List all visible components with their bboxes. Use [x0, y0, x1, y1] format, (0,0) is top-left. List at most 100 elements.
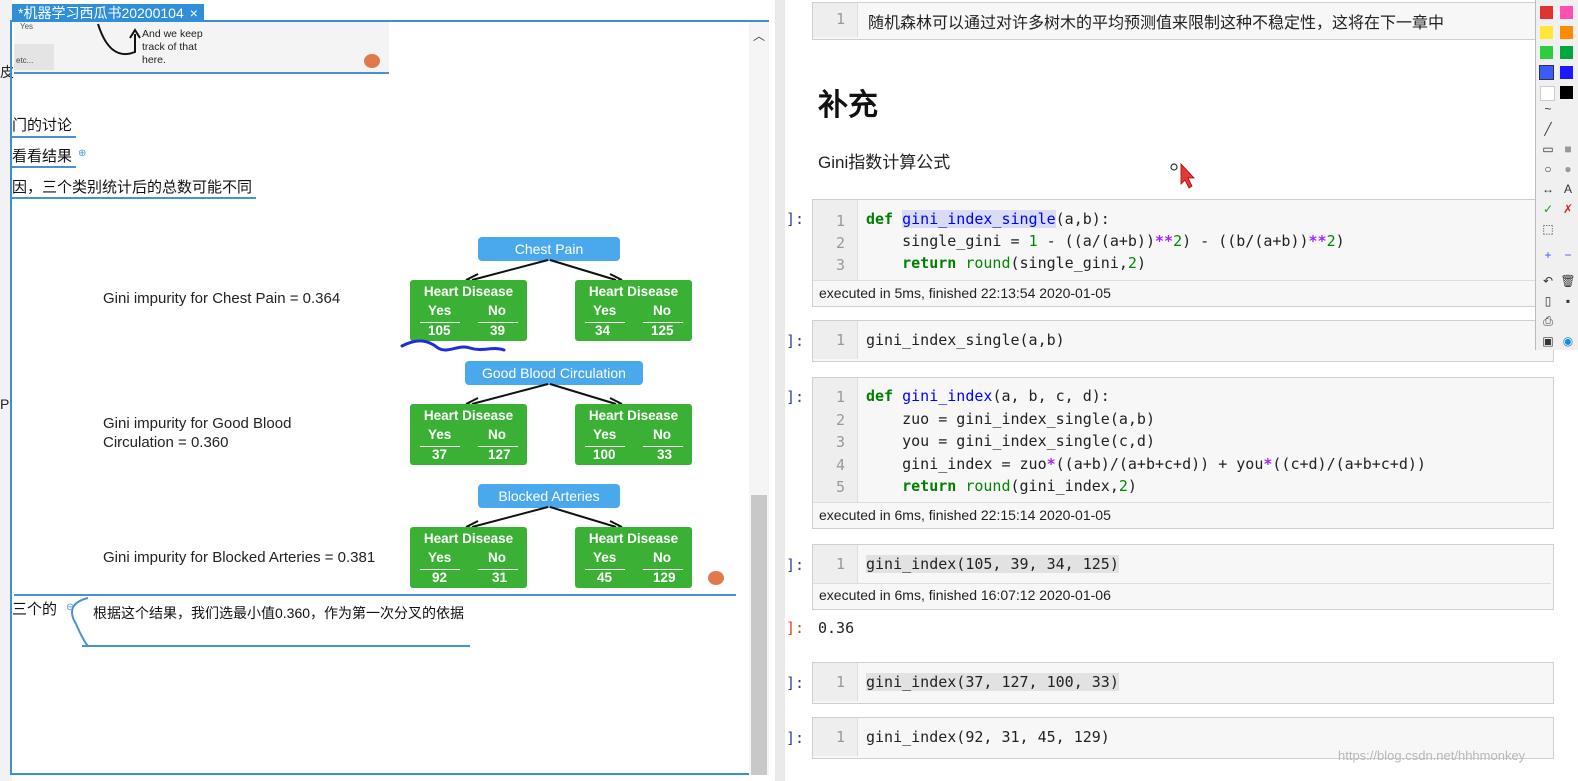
collapse-icon[interactable]: ⊖ — [66, 602, 75, 613]
leaf-title: Heart Disease — [423, 284, 514, 299]
conclusion-node[interactable]: 根据这个结果，我们选最小值0.360，作为第一次分叉的依据 — [93, 605, 465, 621]
line-gutter — [813, 663, 858, 701]
leaf-title: Heart Disease — [588, 408, 679, 423]
execution-time: executed in 5ms, finished 22:13:54 2020-… — [819, 285, 1111, 301]
markdown-cell[interactable] — [812, 2, 1554, 40]
snippet-etc: etc... — [16, 56, 34, 65]
code-line: gini_index = zuo*((a+b)/(a+b+c+d)) + you… — [866, 454, 1426, 473]
edge-strip — [0, 0, 12, 781]
no-label: No — [488, 303, 506, 318]
col-rule — [643, 569, 683, 570]
filled-ellipse-icon[interactable]: ● — [1564, 162, 1572, 176]
no-label: No — [653, 550, 671, 565]
col-rule — [420, 446, 460, 447]
color-swatch-blue[interactable] — [1539, 65, 1554, 80]
color-swatch-dark-green[interactable] — [1560, 46, 1573, 59]
ellipse-icon[interactable]: ○ — [1544, 162, 1552, 176]
line-number: 1 — [835, 555, 845, 573]
cross-icon[interactable]: ✗ — [1562, 202, 1574, 216]
color-swatch-orange[interactable] — [1560, 26, 1573, 39]
freehand-icon[interactable]: ~ — [1544, 102, 1552, 116]
document-tab[interactable]: *机器学习西瓜书20200104× — [12, 4, 204, 22]
globe-icon[interactable]: ◉ — [1562, 334, 1574, 348]
code-block[interactable]: def gini_index_single(a,b): single_gini … — [866, 208, 1345, 274]
col-rule — [478, 446, 518, 447]
markdown-text: 随机森林可以通过对许多树木的平均预测值来限制这种不稳定性，这将在下一章中 — [868, 15, 1445, 32]
check-icon[interactable]: ✓ — [1542, 202, 1554, 216]
new-page-icon[interactable]: ▯ — [1544, 294, 1552, 308]
select-icon[interactable]: ⬚ — [1542, 222, 1554, 236]
col-rule — [643, 322, 683, 323]
section-heading: 补充 — [818, 89, 878, 122]
code-line[interactable]: gini_index(92, 31, 45, 129) — [866, 728, 1110, 746]
code-cell[interactable] — [812, 717, 1554, 759]
col-rule — [420, 322, 460, 323]
mindmap-node-1[interactable]: 门的讨论 — [12, 117, 73, 134]
no-value: 39 — [490, 323, 506, 338]
screenshot-icon[interactable]: ▣ — [1542, 334, 1554, 348]
snippet-yes: Yes — [20, 22, 34, 31]
col-rule — [585, 322, 625, 323]
cell-prompt: ]: — [786, 388, 805, 406]
color-swatch-pink[interactable] — [1560, 6, 1573, 19]
color-swatch-white[interactable] — [1540, 86, 1555, 101]
no-value: 31 — [492, 570, 508, 585]
gini-label-blocked-arteries: Gini impurity for Blocked Arteries = 0.3… — [103, 549, 376, 566]
arrow-icon[interactable]: ↔ — [1542, 182, 1554, 196]
cell-prompt: ]: — [786, 556, 805, 574]
leaf-box: Heart Disease Yes No 105 39 — [410, 280, 527, 341]
panel-divider[interactable] — [775, 0, 785, 781]
mindmap-topic-icon[interactable] — [708, 571, 724, 585]
col-rule — [585, 569, 625, 570]
zoom-in-icon[interactable]: + — [1544, 248, 1552, 262]
line-gutter — [813, 200, 858, 280]
node-underline — [82, 645, 470, 647]
no-label: No — [488, 427, 506, 442]
yes-label: Yes — [428, 427, 452, 442]
undo-icon[interactable]: ↶ — [1542, 274, 1554, 288]
code-line[interactable]: gini_index(105, 39, 34, 125) — [866, 555, 1119, 573]
root-chest-pain: Chest Pain — [478, 237, 620, 261]
color-swatch-black[interactable] — [1560, 86, 1573, 99]
color-swatch-yellow[interactable] — [1540, 26, 1553, 39]
code-line: return round(single_gini,2) — [902, 254, 1146, 272]
cell-prompt: ]: — [786, 674, 805, 692]
trash-icon[interactable]: 🗑 — [1560, 274, 1576, 288]
expand-icon[interactable]: ⊕ — [78, 148, 87, 159]
node-underline — [12, 197, 256, 199]
no-label: No — [653, 303, 671, 318]
color-swatch-green[interactable] — [1540, 46, 1553, 59]
col-rule — [420, 569, 460, 570]
yes-value: 92 — [432, 570, 448, 585]
close-icon[interactable]: × — [189, 5, 198, 21]
yes-value: 37 — [432, 447, 448, 462]
mindmap-node-2[interactable]: 看看结果 — [12, 148, 73, 165]
code-line[interactable]: gini_index(37, 127, 100, 33) — [866, 673, 1119, 691]
mindmap-node-prefix[interactable]: 三个的 — [12, 601, 58, 618]
color-swatch-red[interactable] — [1540, 6, 1553, 19]
rectangle-icon[interactable]: ▭ — [1542, 142, 1554, 156]
line-icon[interactable]: ╱ — [1544, 122, 1552, 136]
leaf-box: Heart Disease Yes No 45 129 — [575, 527, 692, 588]
code-cell[interactable] — [812, 377, 1554, 529]
line-gutter — [813, 3, 858, 37]
leaf-box: Heart Disease Yes No 92 31 — [410, 527, 527, 588]
zoom-out-icon[interactable]: − — [1564, 248, 1572, 262]
col-rule — [478, 569, 518, 570]
snippet-note: And we keep track of that here. — [142, 28, 203, 66]
code-line[interactable]: gini_index_single(a,b) — [866, 331, 1065, 349]
mindmap-topic-icon[interactable] — [364, 54, 380, 68]
save-icon[interactable]: ▪ — [1565, 294, 1571, 308]
color-swatch-navy[interactable] — [1560, 66, 1573, 79]
text-icon[interactable]: A — [1563, 182, 1572, 196]
mindmap-node-3[interactable]: 因，三个类别统计后的总数可能不同 — [12, 179, 253, 196]
filled-rectangle-icon[interactable]: ■ — [1564, 142, 1572, 156]
code-cell[interactable] — [812, 320, 1554, 362]
scrollbar-thumb[interactable] — [751, 495, 767, 775]
code-block[interactable]: def gini_index(a, b, c, d): zuo = gini_i… — [866, 385, 1426, 498]
no-label: No — [653, 427, 671, 442]
chevron-up-icon[interactable]: ︿ — [752, 29, 765, 43]
yes-value: 34 — [595, 323, 611, 338]
print-icon[interactable]: ⎙ — [1543, 314, 1553, 328]
